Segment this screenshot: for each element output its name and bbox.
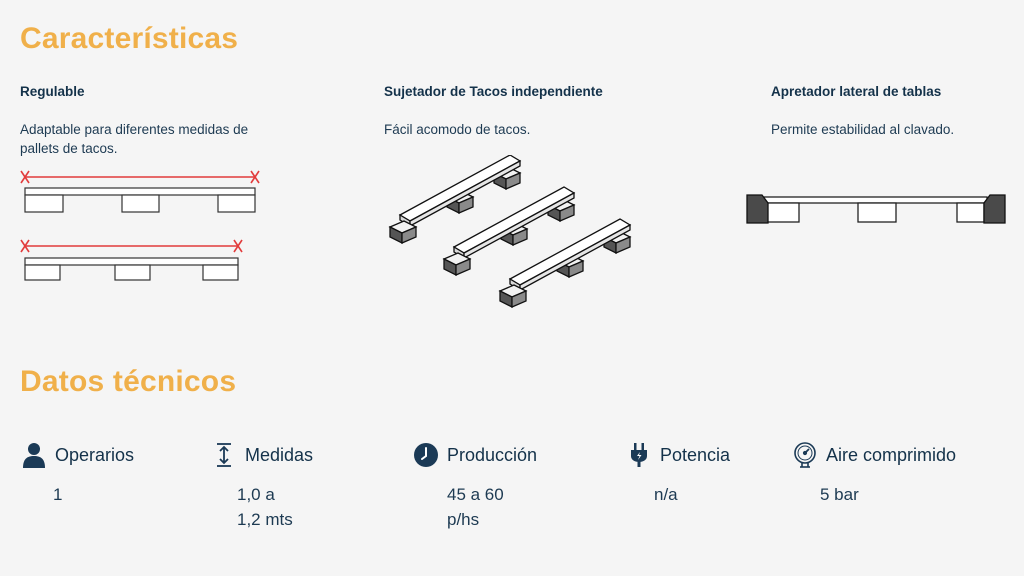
pallet-clamped <box>763 196 988 223</box>
pressure-gauge-icon <box>792 442 818 468</box>
clock-icon <box>413 442 439 468</box>
clamp-right <box>983 194 1006 224</box>
feature-description: Adaptable para diferentes medidas de pal… <box>20 122 249 156</box>
measure-line-short <box>20 239 243 253</box>
spec-power: Potencia n/a <box>626 440 730 507</box>
feature-heading: Sujetador de Tacos independiente <box>384 84 603 99</box>
spec-label: Potencia <box>660 444 731 465</box>
spec-value: 5 bar <box>820 485 859 504</box>
feature-description: Fácil acomodo de tacos. <box>384 122 531 137</box>
spec-label: Operarios <box>55 444 135 465</box>
pallet-short <box>24 257 239 281</box>
spec-label: Medidas <box>245 444 314 465</box>
block-holder-diagram <box>388 155 638 315</box>
clamp-left <box>746 194 769 224</box>
spec-dimensions: Medidas 1,0 a 1,2 mts <box>211 440 313 532</box>
feature-side-clamp: Apretador lateral de tablas Permite esta… <box>771 84 1011 139</box>
side-clamp-diagram <box>746 194 1006 224</box>
feature-block-holder: Sujetador de Tacos independiente Fácil a… <box>384 84 684 139</box>
spec-value: n/a <box>654 485 678 504</box>
spec-value: 45 a 60 p/hs <box>447 485 504 529</box>
spec-production: Producción 45 a 60 p/hs <box>413 440 537 532</box>
spec-compressed-air: Aire comprimido 5 bar <box>792 440 956 507</box>
pallet-long <box>24 187 256 213</box>
spec-label: Aire comprimido <box>826 444 957 465</box>
feature-heading: Apretador lateral de tablas <box>771 84 942 99</box>
spec-value: 1 <box>53 485 63 504</box>
feature-adjustable: Regulable Adaptable para diferentes medi… <box>20 84 250 158</box>
spec-operators: Operarios 1 <box>21 440 134 507</box>
tech-data-title: Datos técnicos <box>20 365 237 398</box>
plug-icon <box>626 442 652 468</box>
measure-line-long <box>20 170 260 184</box>
height-measure-icon <box>211 442 237 468</box>
person-icon <box>21 442 47 468</box>
features-title: Características <box>20 22 239 55</box>
spec-value: 1,0 a 1,2 mts <box>237 485 293 529</box>
feature-heading: Regulable <box>20 84 85 99</box>
spec-label: Producción <box>447 444 538 465</box>
feature-description: Permite estabilidad al clavado. <box>771 122 955 137</box>
pallet-size-diagram <box>20 170 260 281</box>
